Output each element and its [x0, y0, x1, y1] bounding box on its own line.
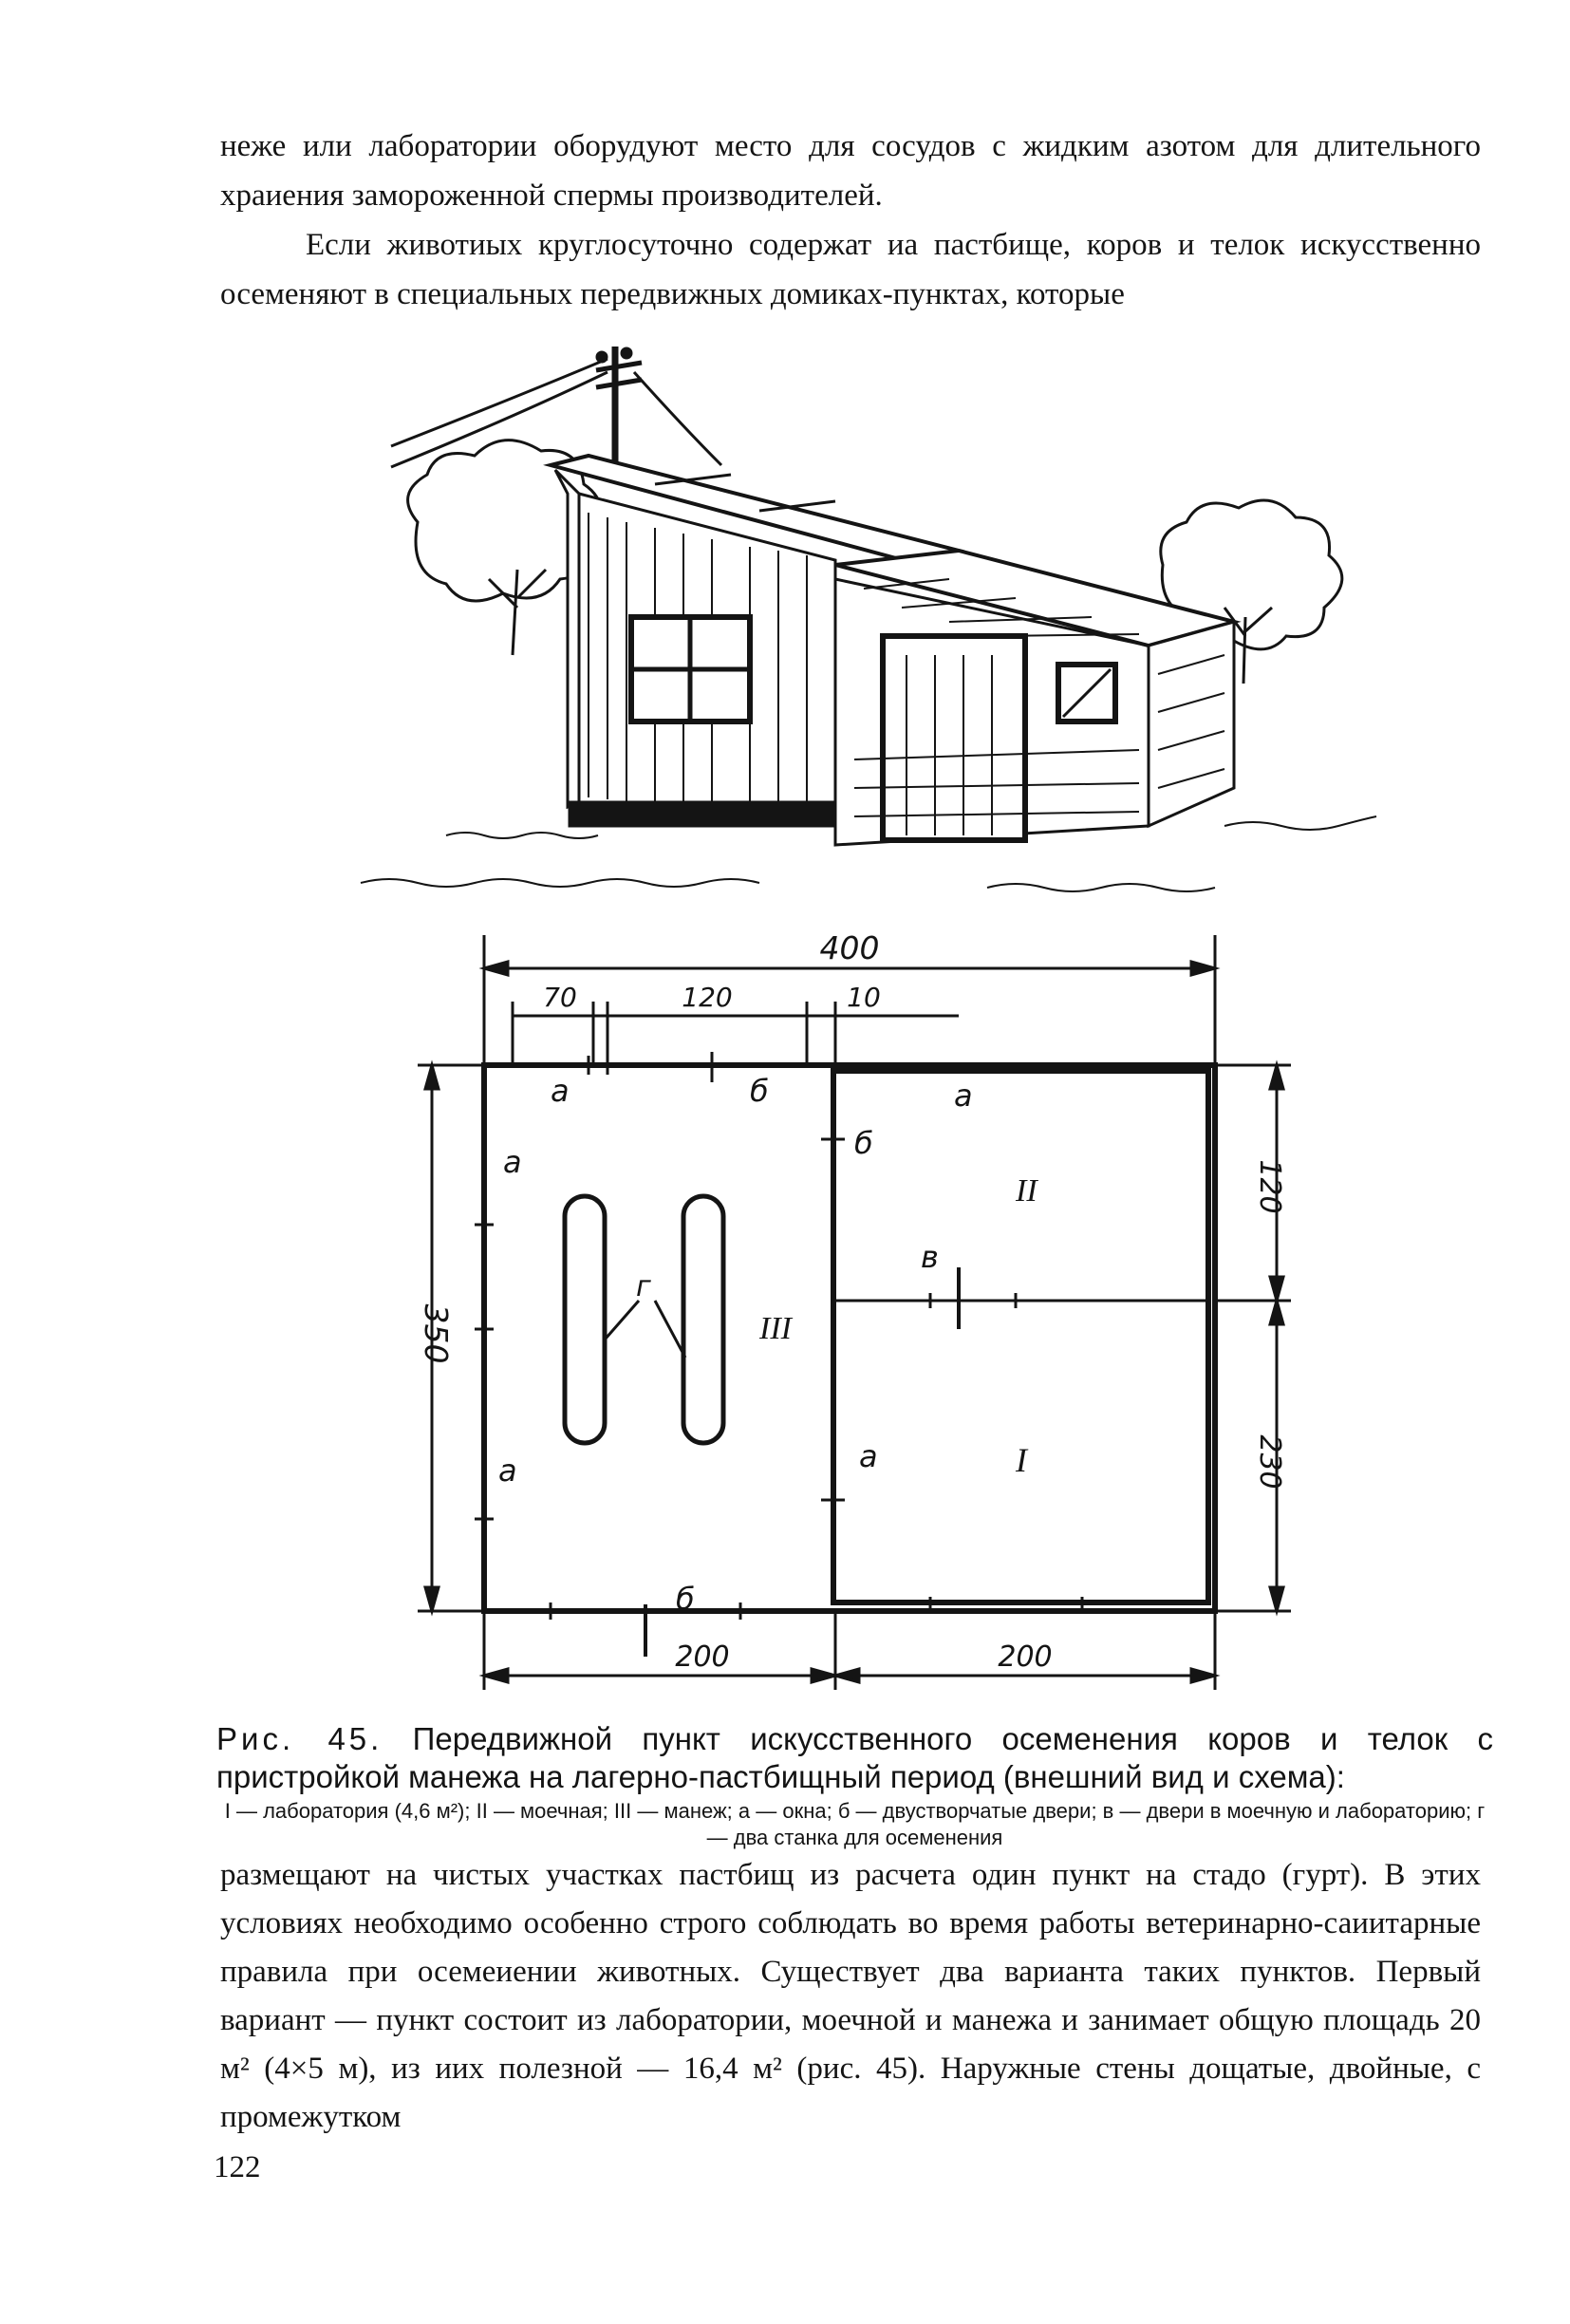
paragraph-top-1: неже или лаборатории оборудуют место для… — [220, 129, 1481, 213]
annex-building — [833, 548, 1242, 847]
label-v-door: в — [921, 1239, 939, 1275]
rooms-box — [831, 1068, 1211, 1605]
paragraph-bottom: размещают на чистых участках пастбищ из … — [220, 1858, 1481, 2134]
label-a-left-lower: а — [498, 1452, 517, 1489]
outer-wall — [481, 1062, 1218, 1614]
label-a-left-upper: а — [503, 1144, 522, 1180]
label-b-bottom: б — [676, 1581, 695, 1617]
page-number: 122 — [214, 2150, 261, 2184]
label-a-top-right: а — [954, 1078, 973, 1114]
stall-right — [681, 1193, 726, 1446]
dim-total-width: 400 — [820, 929, 880, 966]
plan-labels: а б а а б II в г III а а I б — [498, 1073, 1038, 1617]
label-room-III: III — [758, 1311, 794, 1346]
label-a-top-left: а — [551, 1073, 570, 1109]
figure-caption: Рис. 45. Передвижной пункт искусственног… — [216, 1720, 1493, 1851]
label-room-II: II — [1015, 1173, 1038, 1209]
ground-stipple — [360, 815, 1377, 892]
dim-120-top: 120 — [682, 982, 732, 1013]
dim-10: 10 — [847, 982, 881, 1013]
dim-200-right: 200 — [998, 1640, 1052, 1674]
dim-200-left: 200 — [675, 1640, 729, 1674]
caption-head: Рис. 45. Передвижной пункт искусственног… — [216, 1720, 1493, 1796]
power-pole-icon — [390, 347, 723, 475]
station-illustration — [360, 347, 1377, 892]
door-icon — [880, 633, 1028, 843]
figure-45: 400 70 120 10 350 120 230 200 200 а б а … — [360, 347, 1377, 1690]
paragraph-top-2: Если животиых круглосуточно содержат иа … — [220, 228, 1481, 311]
label-b-top: б — [750, 1073, 769, 1109]
label-a-room-I: а — [859, 1438, 878, 1474]
stall-left — [562, 1193, 607, 1446]
window-icon — [628, 614, 753, 724]
caption-figure-number: Рис. 45. — [216, 1721, 383, 1756]
label-room-I: I — [1015, 1441, 1029, 1479]
small-window-icon — [1056, 662, 1118, 724]
dimension-labels: 400 70 120 10 350 120 230 200 200 — [418, 929, 1286, 1674]
label-b-partition: б — [854, 1125, 873, 1161]
caption-title: Передвижной пункт искусственного осемене… — [216, 1721, 1493, 1794]
dim-230: 230 — [1253, 1434, 1286, 1489]
dim-350: 350 — [418, 1304, 455, 1364]
floor-plan — [418, 935, 1291, 1690]
dim-70: 70 — [543, 982, 577, 1013]
dim-120-right: 120 — [1253, 1159, 1286, 1213]
label-g-stalls: г — [636, 1270, 651, 1303]
caption-legend: I — лаборатория (4,6 м²); II — моечная; … — [224, 1799, 1486, 1849]
